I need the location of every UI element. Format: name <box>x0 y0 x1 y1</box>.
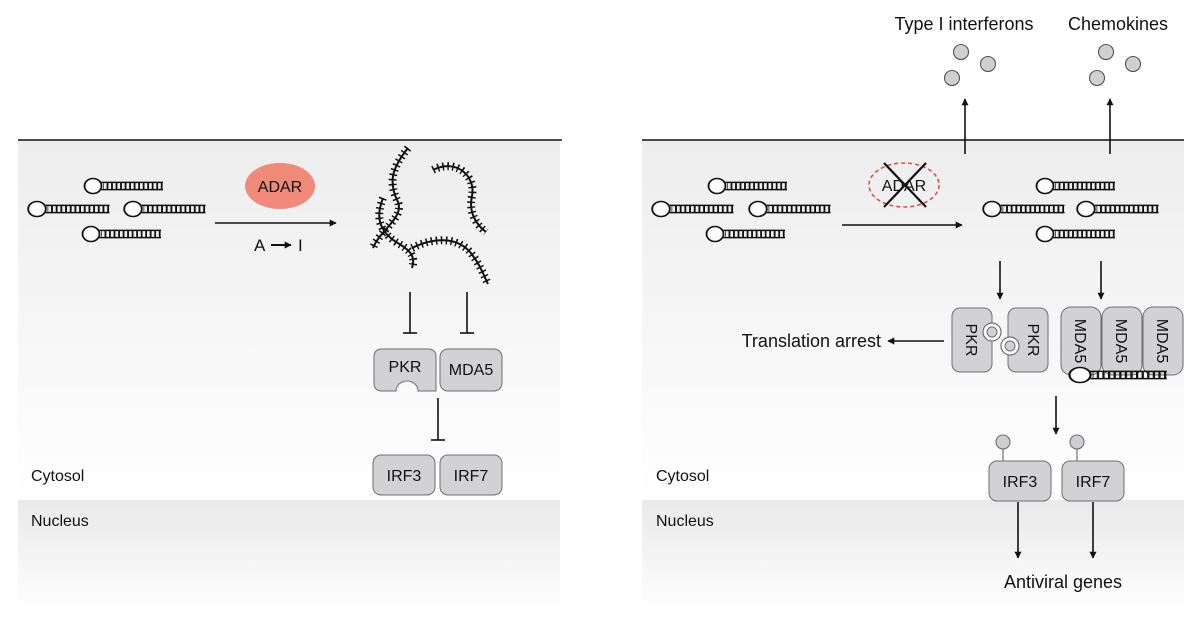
mda5-filament-label-2: MDA5 <box>1112 319 1129 364</box>
adar-label: ADAR <box>258 179 302 196</box>
conversion-to-label: I <box>298 236 303 255</box>
phosphate-icon <box>1070 435 1084 449</box>
irf7-label: IRF7 <box>1076 474 1111 491</box>
type-i-interferons-label: Type I interferons <box>894 14 1033 34</box>
irf3-label: IRF3 <box>387 468 422 485</box>
left-panel: ADAR A I PKR MDA5 IRF3 IRF7 Cytosol <box>18 140 562 612</box>
chemokine-molecules <box>1090 45 1141 86</box>
phosphate-icon <box>996 435 1010 449</box>
pkr-dimer-label-a: PKR <box>962 324 979 357</box>
interferon-molecules <box>945 45 996 86</box>
nucleus-label: Nucleus <box>31 513 89 530</box>
conversion-from-label: A <box>254 236 266 255</box>
pkr-dimer-link <box>987 327 997 337</box>
mda5-label: MDA5 <box>449 362 494 379</box>
pkr-label: PKR <box>389 359 422 376</box>
mda5-filament-label-1: MDA5 <box>1071 319 1088 364</box>
translation-arrest-label: Translation arrest <box>742 331 881 351</box>
chemokines-label: Chemokines <box>1068 14 1168 34</box>
irf3-label: IRF3 <box>1003 474 1038 491</box>
nucleus-label: Nucleus <box>656 513 714 530</box>
antiviral-genes-label: Antiviral genes <box>1004 572 1122 592</box>
mda5-filament: MDA5 MDA5 MDA5 <box>1061 307 1183 383</box>
irf7-label: IRF7 <box>454 468 489 485</box>
left-nucleus-region <box>18 500 560 612</box>
right-panel: Type I interferons Chemokines ADAR <box>642 14 1184 612</box>
cytosol-label: Cytosol <box>656 468 709 485</box>
pkr-dimer-link <box>1005 341 1015 351</box>
cytosol-label: Cytosol <box>31 468 84 485</box>
pkr-dimer-label-b: PKR <box>1024 324 1041 357</box>
right-nucleus-region <box>642 500 1184 612</box>
mda5-filament-label-3: MDA5 <box>1153 319 1170 364</box>
